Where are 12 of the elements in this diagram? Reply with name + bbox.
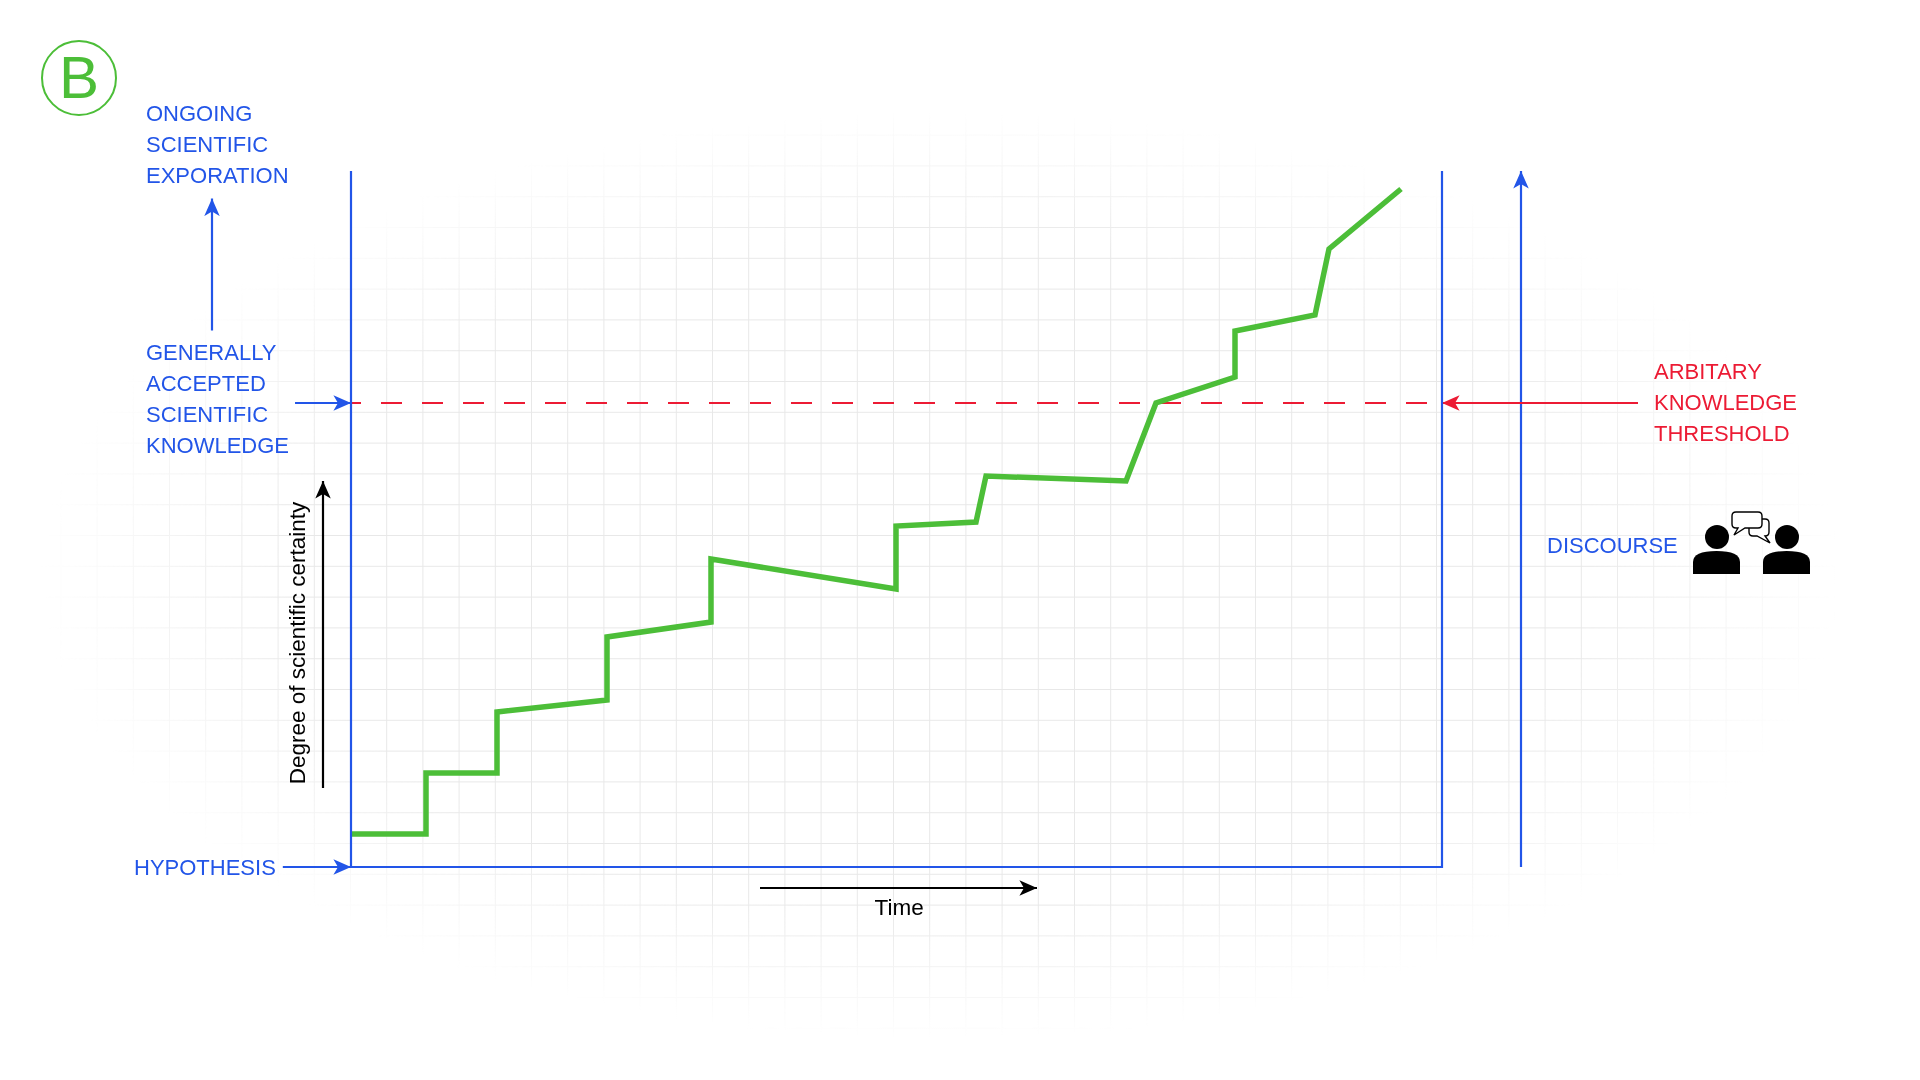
- stage-label: GENERALLY ACCEPTED SCIENTIFIC KNOWLEDGE: [146, 336, 290, 461]
- axis-label: Degree of scientific certainty: [284, 501, 311, 785]
- stage-label: HYPOTHESIS: [134, 851, 276, 883]
- axis-label: Time: [874, 893, 924, 922]
- arrow: [282, 859, 351, 875]
- stage-label: ONGOING SCIENTIFIC EXPORATION: [146, 97, 289, 191]
- discourse-label: DISCOURSE: [1547, 531, 1678, 560]
- arrow: [1442, 395, 1638, 411]
- arrow: [295, 395, 351, 411]
- threshold-label: ARBITARY KNOWLEDGE THRESHOLD: [1654, 355, 1797, 449]
- arrow: [204, 198, 220, 331]
- panel-letter: B: [41, 40, 117, 116]
